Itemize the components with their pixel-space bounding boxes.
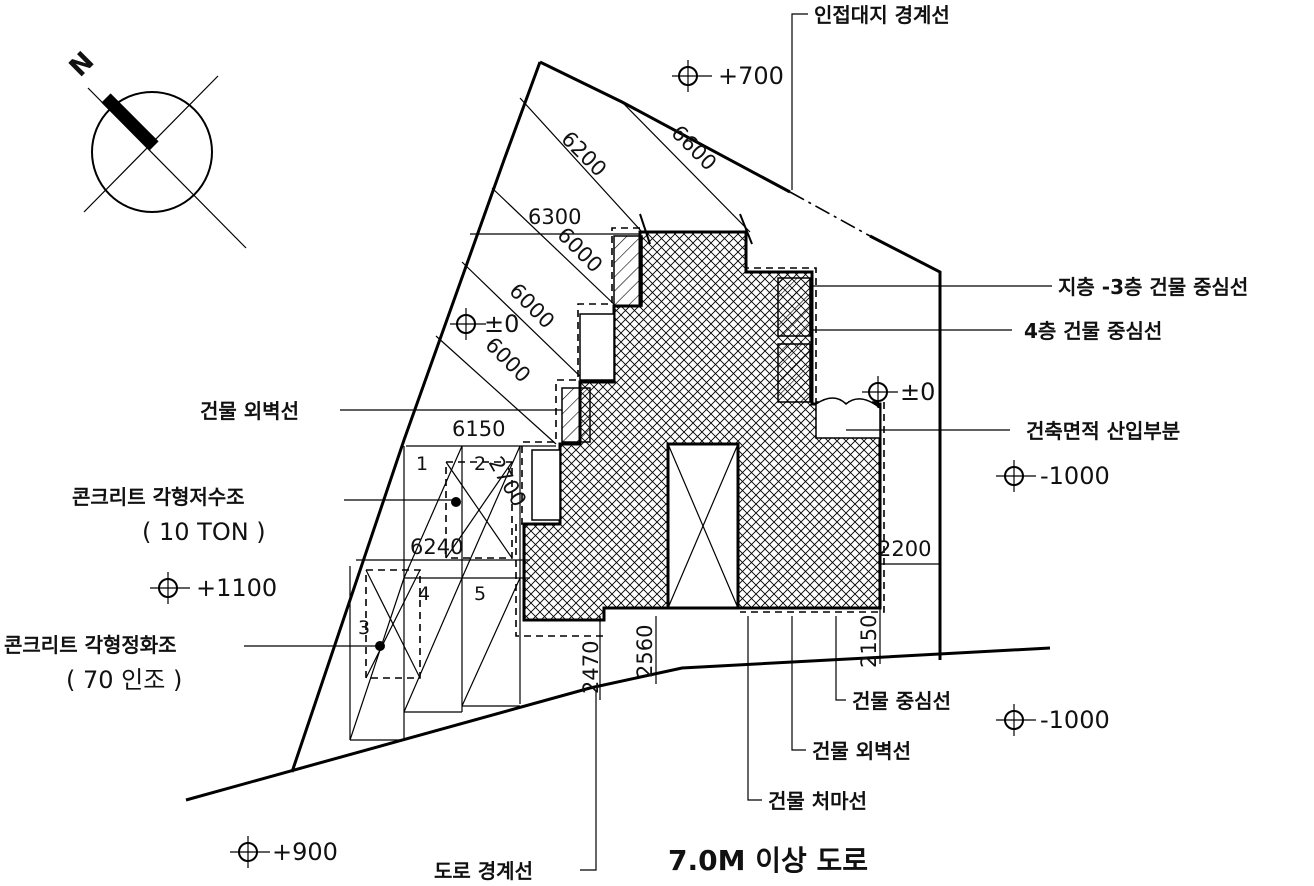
balcony-right-2 [777,343,811,403]
dim-6200: 6200 [556,127,611,182]
label-water-tank-cap: ( 10 TON ) [142,518,266,546]
parking-stalls [349,445,530,741]
dim-6000c: 6000 [480,333,535,388]
site-boundary-top-dashed [789,191,871,237]
eaves-line-left [515,227,640,637]
label-septic-tank-cap: ( 70 인조 ) [66,666,182,694]
balcony-3 [561,387,591,443]
site-boundary-left [290,61,542,773]
north-arrow-letter: N [64,46,101,83]
level-marker-right-mid: ±0 [862,376,935,408]
label-water-tank: 콘크리트 각형저수조 [72,485,245,509]
label-center-4f: 4층 건물 중심선 [1024,319,1162,343]
svg-text:±0: ±0 [484,310,519,338]
balcony-4 [531,449,561,521]
parking-2: 2 [474,453,486,475]
water-tank-outline [445,461,513,559]
balcony-right-1 [777,277,811,337]
dim-2560: 2560 [633,625,657,678]
svg-text:+700: +700 [718,62,784,90]
balcony-2 [579,313,615,381]
north-arrow-circle [91,91,213,213]
label-center-b3: 지층 -3층 건물 중심선 [1058,275,1248,299]
dim-2150: 2150 [857,615,881,668]
label-outer-wall-bottom: 건물 외벽선 [812,739,911,763]
label-adjacent-boundary: 인접대지 경계선 [814,3,950,27]
septic-tank-outline [365,569,421,679]
setback-dimension-lines [356,97,940,700]
drawing-title: 7.0M 이상 도로 [668,844,868,877]
level-marker-top: +700 [672,60,784,92]
label-eaves: 건물 처마선 [768,789,867,813]
label-septic-tank: 콘크리트 각형정화조 [4,633,177,657]
balcony-1 [613,235,643,307]
dim-6240: 6240 [410,535,463,559]
dim-6000a: 6000 [552,223,607,278]
dim-2200: 2200 [878,537,931,561]
svg-text:-1000: -1000 [1040,706,1110,734]
parking-1: 1 [416,453,428,475]
north-arrow-needle [101,93,159,151]
eaves-line [740,228,885,613]
parking-4: 4 [418,583,430,605]
level-marker-right-a: -1000 [996,460,1110,492]
svg-text:+900: +900 [272,838,338,866]
svg-text:-1000: -1000 [1040,462,1110,490]
svg-text:+1100: +1100 [196,574,277,602]
area-included-part [815,397,881,439]
dim-6600: 6600 [666,121,721,176]
level-marker-right-b: -1000 [996,704,1110,736]
level-marker-bottom-left: +900 [230,836,338,868]
site-boundary-top-right [869,234,942,660]
label-area-included: 건축면적 산입부분 [1026,419,1180,443]
dim-2470: 2470 [579,641,603,694]
dim-6150: 6150 [452,417,505,441]
dim-6300: 6300 [528,205,581,229]
north-arrow: N [64,46,247,249]
road-boundary-line [185,646,1051,802]
parking-5: 5 [474,583,486,605]
dim-2700: 2700 [484,453,532,511]
leader-lines [244,13,1052,871]
label-outer-wall-left: 건물 외벽선 [200,399,299,423]
parking-3: 3 [358,617,370,639]
label-center-bottom: 건물 중심선 [852,689,951,713]
label-road-boundary: 도로 경계선 [434,859,533,883]
level-marker-left-mid: ±0 [450,308,519,340]
svg-text:±0: ±0 [900,378,935,406]
level-marker-left-b: +1100 [150,572,277,604]
